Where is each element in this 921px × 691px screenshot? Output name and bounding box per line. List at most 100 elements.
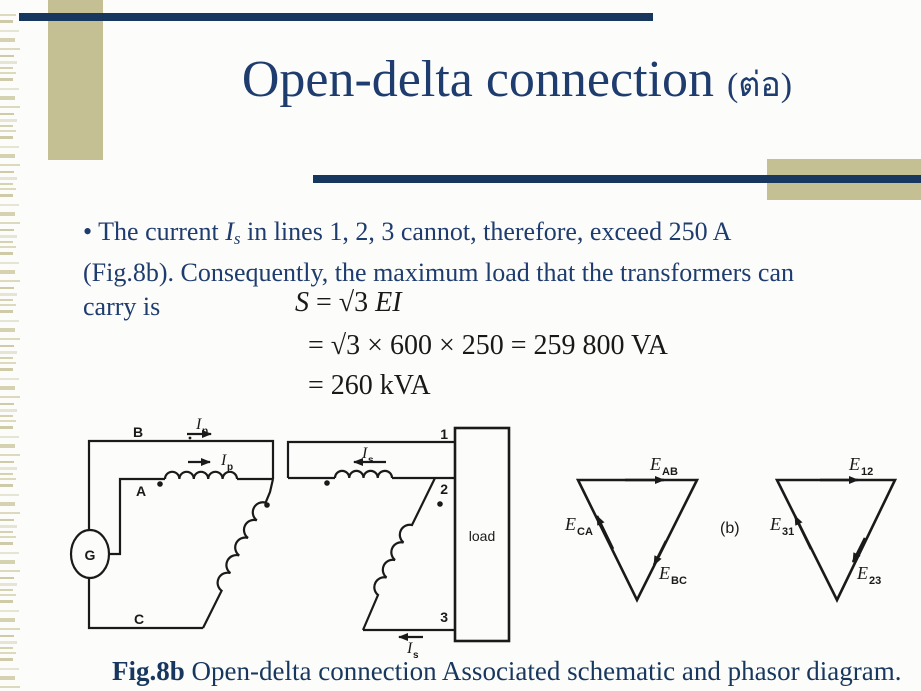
stripe bbox=[0, 647, 13, 649]
primary-coil-diagonal bbox=[202, 478, 275, 629]
stripe bbox=[0, 48, 20, 50]
polarity-dot-diagonal-secondary bbox=[437, 501, 443, 507]
stripe bbox=[0, 542, 13, 545]
terminal-2-label: 2 bbox=[440, 481, 448, 497]
stripe bbox=[0, 30, 19, 32]
current-subscript: s bbox=[233, 229, 241, 248]
e31-main: E bbox=[769, 514, 781, 534]
stripe bbox=[0, 78, 13, 81]
stripe bbox=[0, 478, 16, 480]
stripe bbox=[0, 246, 16, 248]
equation-line-3: = 260 kVA bbox=[308, 370, 431, 401]
stripe bbox=[0, 531, 13, 533]
stripe bbox=[0, 55, 14, 57]
stripe bbox=[0, 583, 17, 586]
stripe bbox=[0, 512, 20, 514]
primary-schematic: G B A C I p I p bbox=[69, 416, 275, 630]
e31-sub: 31 bbox=[782, 526, 794, 538]
equation-line-1: S = √3 EI bbox=[295, 287, 402, 318]
stripe bbox=[0, 20, 13, 23]
terminal-1-label: 1 bbox=[440, 426, 448, 442]
bullet-line-3: carry is bbox=[83, 292, 161, 321]
stripe bbox=[0, 600, 13, 603]
stripe bbox=[0, 519, 14, 521]
stripe bbox=[0, 594, 16, 596]
stripe bbox=[0, 415, 13, 417]
line-c-label: C bbox=[134, 611, 144, 627]
ebc-sub: BC bbox=[671, 575, 687, 587]
load-label: load bbox=[469, 528, 495, 544]
stripe bbox=[0, 658, 13, 661]
e23-sub: 23 bbox=[869, 575, 881, 587]
stripe bbox=[0, 310, 13, 313]
stripe bbox=[0, 293, 17, 296]
stripe bbox=[0, 72, 16, 74]
figure-caption: Fig.8b Open-delta connection Associated … bbox=[112, 656, 902, 687]
secondary-coil-diagonal bbox=[361, 477, 436, 631]
stripe bbox=[0, 525, 17, 528]
stripe bbox=[0, 409, 17, 412]
stripe bbox=[0, 641, 17, 644]
bullet-paragraph: • The current Is in lines 1, 2, 3 cannot… bbox=[83, 215, 903, 324]
stripe bbox=[0, 106, 20, 108]
secondary-current-sub-bottom: s bbox=[413, 650, 419, 660]
left-stripe-pattern bbox=[0, 0, 22, 691]
stripe bbox=[0, 287, 14, 289]
stripe bbox=[0, 252, 13, 255]
stripe bbox=[0, 378, 19, 380]
secondary-current-sub-top: s bbox=[368, 455, 374, 466]
primary-current-sub-coil: p bbox=[227, 462, 233, 473]
stripe bbox=[0, 362, 16, 364]
stripe bbox=[0, 396, 20, 398]
stripe bbox=[0, 536, 16, 538]
secondary-current-symbol-top: I bbox=[361, 445, 368, 462]
stripe bbox=[0, 38, 15, 42]
line-b-label: B bbox=[133, 424, 143, 440]
stripe bbox=[0, 280, 20, 282]
eca-main: E bbox=[564, 514, 576, 534]
stripe bbox=[0, 130, 16, 132]
stripe bbox=[0, 436, 19, 438]
phasor-arrow-e23 bbox=[851, 537, 867, 563]
stripe bbox=[0, 403, 14, 405]
stripe bbox=[0, 610, 19, 612]
stripe bbox=[0, 560, 15, 564]
stripe bbox=[0, 426, 13, 429]
stripe bbox=[0, 494, 19, 496]
eca-sub: CA bbox=[577, 526, 593, 538]
page-title: Open-delta connection (ต่อ) bbox=[117, 50, 917, 116]
stripe bbox=[0, 628, 20, 630]
secondary-current-symbol-bottom: I bbox=[406, 640, 413, 657]
stripe bbox=[0, 467, 17, 470]
wire-generator-to-a bbox=[109, 477, 165, 556]
stripe bbox=[0, 668, 19, 670]
ebc-main: E bbox=[658, 563, 670, 583]
figure-caption-text: Open-delta connection Associated schemat… bbox=[184, 656, 902, 686]
stripe bbox=[0, 589, 13, 591]
stripe bbox=[0, 262, 19, 264]
secondary-schematic: load 1 2 3 I s I s bbox=[286, 426, 511, 660]
stripe bbox=[0, 652, 16, 654]
e12-sub: 12 bbox=[861, 466, 873, 478]
phasor-triangle-secondary: E 12 E 31 E 23 bbox=[769, 454, 898, 603]
stripe bbox=[0, 461, 14, 463]
e23-main: E bbox=[856, 563, 868, 583]
stripe bbox=[0, 136, 13, 139]
stripe bbox=[0, 577, 14, 579]
stripe bbox=[0, 222, 20, 224]
figure-sub-label-b: (b) bbox=[720, 520, 740, 537]
phasor-arrow-ebc bbox=[652, 540, 668, 566]
wire-terminal-1 bbox=[286, 440, 455, 478]
equation-line-2: = √3 × 600 × 250 = 259 800 VA bbox=[308, 330, 668, 361]
stripe bbox=[0, 270, 15, 274]
polarity-dot-diagonal-primary bbox=[264, 502, 270, 508]
generator-circle bbox=[69, 528, 111, 580]
figure-8b-diagram: G B A C I p I p load 1 2 3 bbox=[69, 416, 898, 660]
primary-current-sub-top: p bbox=[202, 426, 208, 437]
e12-main: E bbox=[848, 454, 860, 474]
load-box bbox=[453, 426, 511, 643]
stripe bbox=[0, 61, 17, 64]
polarity-dot-secondary-coil bbox=[324, 480, 330, 486]
stripe bbox=[0, 204, 19, 206]
